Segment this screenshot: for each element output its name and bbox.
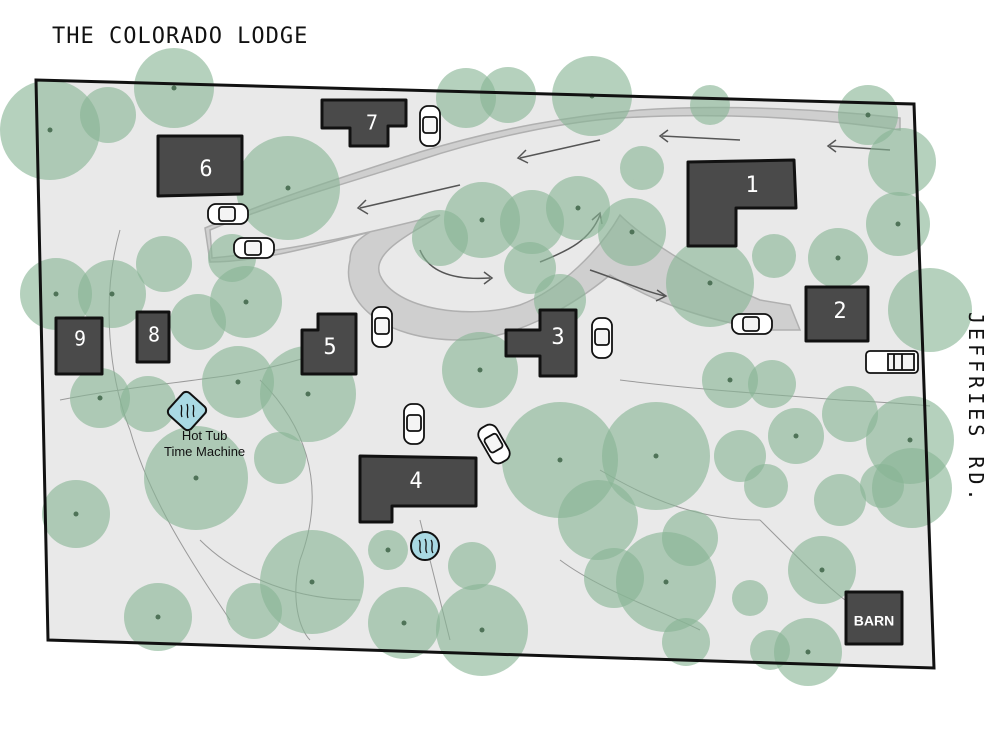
truck-icon [865, 350, 919, 374]
building-8-label: 8 [148, 323, 160, 347]
buildings [54, 98, 904, 646]
car-icon [591, 317, 613, 359]
car-icon [371, 306, 393, 348]
car-icon [207, 203, 249, 225]
building-labels: 1 2 3 4 5 6 7 8 9 BARN [74, 111, 894, 629]
building-3-label: 3 [551, 325, 564, 350]
car-icon [477, 423, 511, 465]
building-5[interactable] [300, 312, 358, 376]
car-icon [731, 313, 773, 335]
road-label: JEFFRIES RD. [964, 312, 988, 505]
cars [207, 105, 919, 465]
building-1[interactable] [686, 158, 798, 248]
building-2-label: 2 [833, 299, 846, 324]
hot-tub-label: Hot Tub Time Machine [164, 428, 245, 460]
car-icon [233, 237, 275, 259]
building-7-label: 7 [366, 111, 378, 135]
building-8[interactable] [135, 310, 171, 364]
building-9[interactable] [54, 316, 104, 376]
tree-centers [47, 85, 913, 655]
building-barn[interactable] [844, 590, 904, 646]
hot-tub-label-line2: Time Machine [164, 444, 246, 459]
building-4[interactable] [358, 454, 478, 524]
hot-tub-time-machine[interactable] [166, 390, 208, 432]
hot-tub-label-line1: Hot Tub [181, 428, 228, 443]
map-title: THE COLORADO LODGE [52, 24, 309, 49]
building-4-label: 4 [409, 469, 422, 494]
building-9-label: 9 [74, 327, 86, 351]
car-icon [403, 403, 425, 445]
building-6-label: 6 [199, 157, 212, 182]
car-icon [419, 105, 441, 147]
building-2[interactable] [804, 285, 870, 343]
building-3[interactable] [504, 308, 578, 378]
barn-label: BARN [854, 613, 894, 629]
building-1-label: 1 [745, 173, 758, 198]
hot-tub[interactable] [410, 531, 440, 561]
building-6[interactable] [156, 134, 244, 198]
water-wave-icon [418, 538, 434, 554]
property-border [34, 78, 936, 670]
building-7[interactable] [320, 98, 408, 148]
building-5-label: 5 [323, 335, 336, 360]
water-wave-icon [180, 403, 195, 419]
